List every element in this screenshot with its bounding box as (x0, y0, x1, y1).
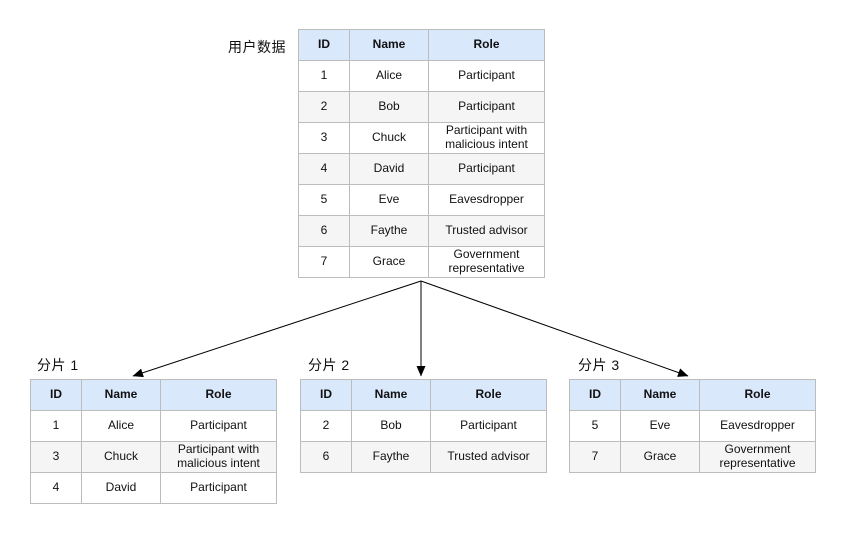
column-header-id: ID (298, 29, 350, 61)
table-cell: Faythe (349, 215, 429, 247)
table-cell: Bob (351, 410, 431, 442)
table-cell: David (81, 472, 161, 504)
table-cell: 7 (298, 246, 350, 278)
column-header-name: Name (81, 379, 161, 411)
table-cell: 2 (300, 410, 352, 442)
table-cell: Faythe (351, 441, 431, 473)
shard1-label: 分片 1 (37, 357, 79, 373)
table-cell: 6 (300, 441, 352, 473)
table-cell: 1 (30, 410, 82, 442)
table-cell: Participant (428, 60, 545, 92)
table-cell: Alice (349, 60, 429, 92)
table-cell: Eavesdropper (699, 410, 816, 442)
table-cell: Eve (620, 410, 700, 442)
arrow-main-to-shard1 (132, 280, 422, 378)
table-cell: Trusted advisor (430, 441, 547, 473)
table-cell: 4 (298, 153, 350, 185)
table-cell: Bob (349, 91, 429, 123)
table-cell: Government representative (699, 441, 816, 473)
table-cell: Eve (349, 184, 429, 216)
table-cell: 3 (298, 122, 350, 154)
column-header-role: Role (160, 379, 277, 411)
column-header-id: ID (569, 379, 621, 411)
shard2-label: 分片 2 (308, 357, 350, 373)
table-cell: Chuck (81, 441, 161, 473)
table-cell: 7 (569, 441, 621, 473)
table-cell: 5 (569, 410, 621, 442)
table-cell: Participant (160, 410, 277, 442)
table-cell: 6 (298, 215, 350, 247)
table-cell: Participant (430, 410, 547, 442)
table-cell: Grace (620, 441, 700, 473)
column-header-id: ID (30, 379, 82, 411)
arrow-main-to-shard3 (420, 280, 689, 377)
shard3-label: 分片 3 (578, 357, 620, 373)
column-header-name: Name (349, 29, 429, 61)
table-cell: 5 (298, 184, 350, 216)
column-header-id: ID (300, 379, 352, 411)
table-cell: 3 (30, 441, 82, 473)
column-header-role: Role (428, 29, 545, 61)
table-cell: Trusted advisor (428, 215, 545, 247)
column-header-name: Name (620, 379, 700, 411)
table-cell: Participant (428, 91, 545, 123)
table-cell: Chuck (349, 122, 429, 154)
column-header-role: Role (430, 379, 547, 411)
table-cell: David (349, 153, 429, 185)
table-cell: 4 (30, 472, 82, 504)
table-cell: 1 (298, 60, 350, 92)
column-header-name: Name (351, 379, 431, 411)
table-cell: Alice (81, 410, 161, 442)
table-cell: Participant with malicious intent (428, 122, 545, 154)
table-cell: Participant (428, 153, 545, 185)
table-cell: Grace (349, 246, 429, 278)
main-table-label: 用户数据 (228, 39, 286, 55)
table-cell: Government representative (428, 246, 545, 278)
table-cell: 2 (298, 91, 350, 123)
table-cell: Eavesdropper (428, 184, 545, 216)
table-cell: Participant (160, 472, 277, 504)
table-cell: Participant with malicious intent (160, 441, 277, 473)
column-header-role: Role (699, 379, 816, 411)
